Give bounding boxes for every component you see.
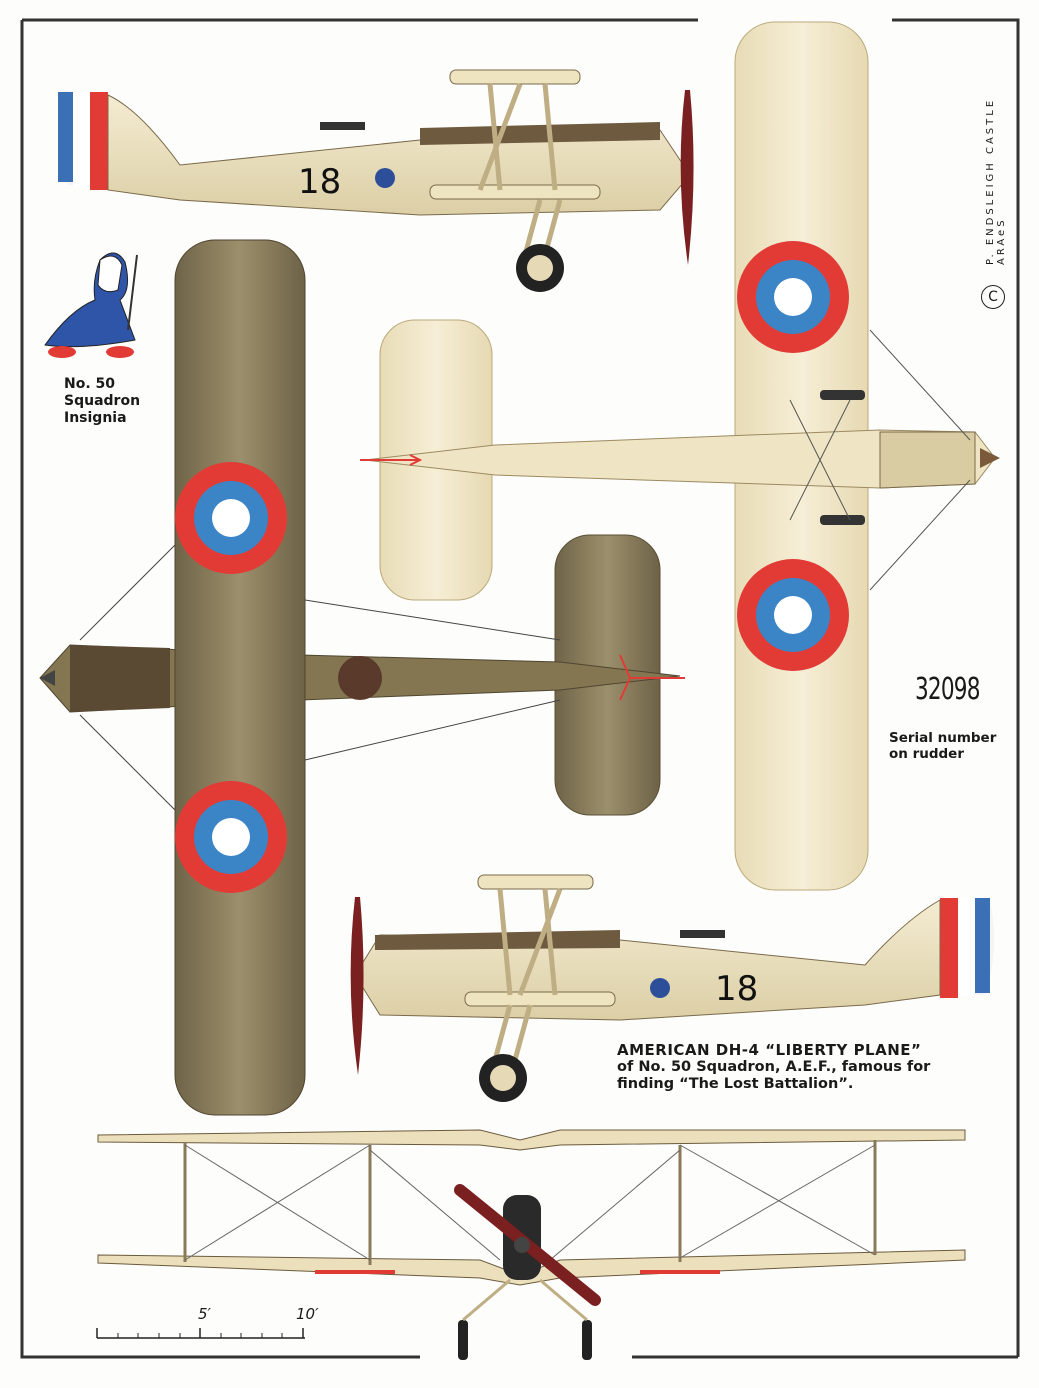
fuselage-number-lower: 18 xyxy=(715,969,758,1009)
front-view xyxy=(97,1129,966,1360)
scale-bar xyxy=(96,1328,305,1339)
fuselage-number: 18 xyxy=(298,162,341,202)
topside-view xyxy=(39,239,685,1116)
caption-line: finding “The Lost Battalion”. xyxy=(617,1076,854,1092)
scale-label-5ft: 5′ xyxy=(198,1305,211,1323)
copyright-icon: C xyxy=(981,285,1005,309)
underside-view xyxy=(360,21,1000,891)
insignia-caption-line: No. 50 xyxy=(64,376,116,392)
artist-credit: P. ENDSLEIGH CASTLE ARAeS xyxy=(985,97,1007,265)
serial-caption-line: on rudder xyxy=(889,746,964,762)
serial-caption: Serial number on rudder xyxy=(889,730,996,762)
caption-title: AMERICAN DH-4 “LIBERTY PLANE” xyxy=(617,1041,922,1059)
scale-label-10ft: 10′ xyxy=(296,1305,319,1323)
serial-caption-line: Serial number xyxy=(889,730,997,746)
squadron-insignia-icon xyxy=(44,252,138,358)
frame xyxy=(20,18,1020,1359)
insignia-caption-line: Squadron xyxy=(64,393,141,409)
plate-caption: AMERICAN DH-4 “LIBERTY PLANE” of No. 50 … xyxy=(617,1042,930,1093)
insignia-caption-line: Insignia xyxy=(64,410,127,426)
side-view-lower: 18 xyxy=(350,874,994,1102)
serial-number: 32098 xyxy=(915,672,980,707)
caption-line: of No. 50 Squadron, A.E.F., famous for xyxy=(617,1059,931,1075)
insignia-caption: No. 50 Squadron Insignia xyxy=(64,376,140,427)
side-view-upper: 18 xyxy=(58,69,694,292)
